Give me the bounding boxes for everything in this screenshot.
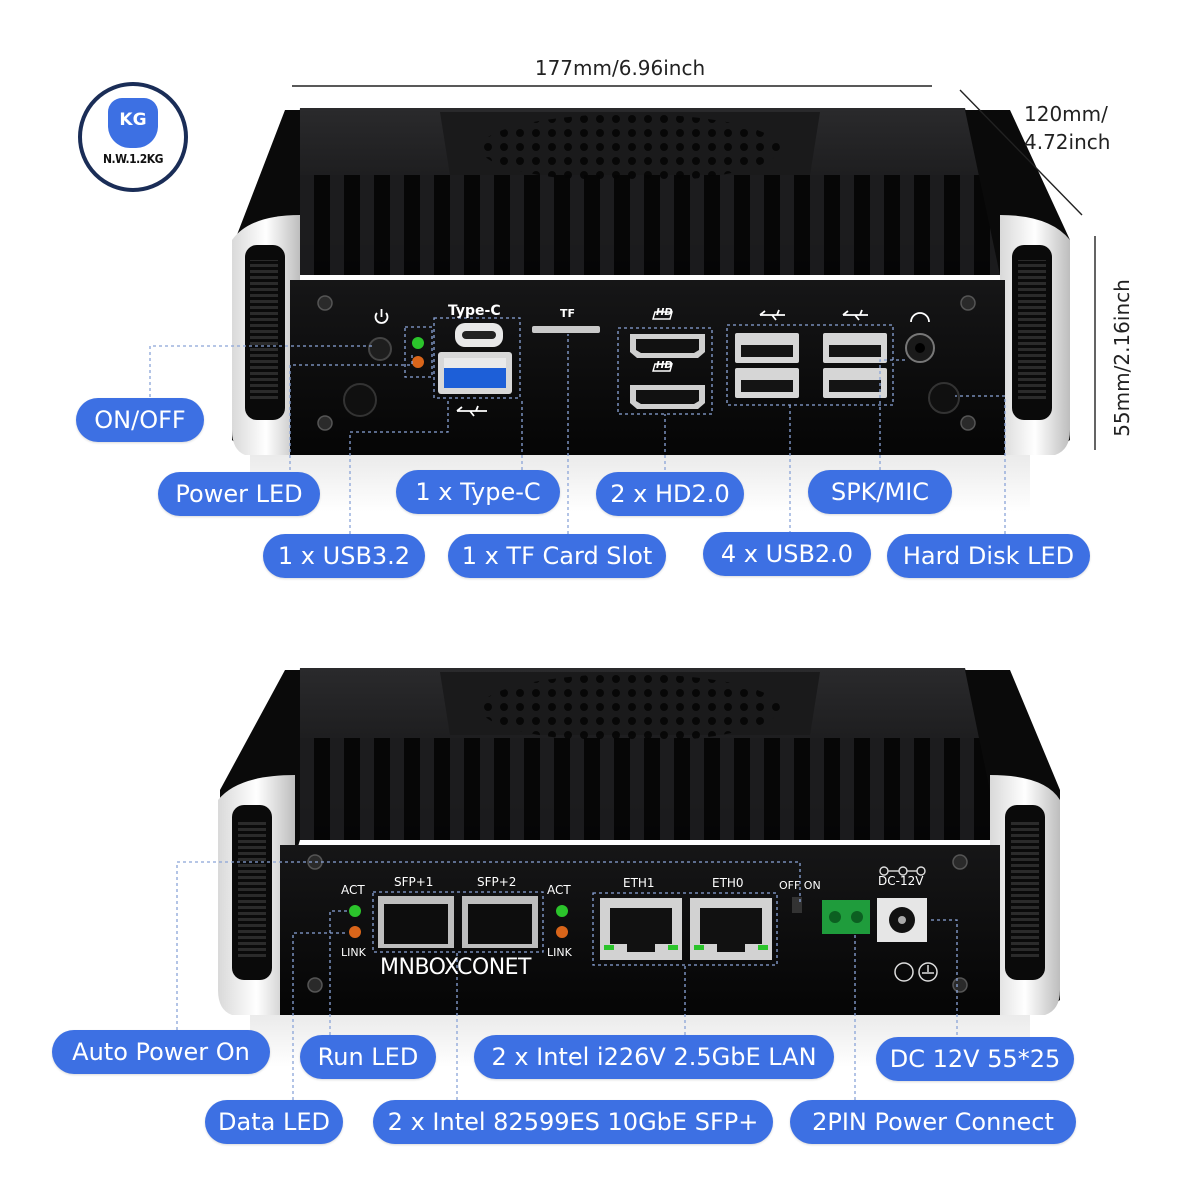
rear-device [177,668,1060,1067]
sfp1-label: SFP+1 [394,875,434,889]
callout-spk-mic: SPK/MIC [808,470,952,514]
depth-dimension-line1: 120mm/ [1024,102,1108,126]
eth1-label: ETH1 [623,876,655,890]
tf-port-label: TF [560,307,576,320]
callout-power-led: Power LED [158,472,320,516]
net-weight-label: N.W.1.2KG [102,152,164,166]
callout-run-led: Run LED [300,1035,436,1079]
callout-hdd-led: Hard Disk LED [887,534,1090,578]
link-label-right: LINK [547,946,572,959]
front-device [232,108,1070,512]
act-label-left: ACT [341,883,365,897]
callout-sfp: 2 x Intel 82599ES 10GbE SFP+ [373,1100,773,1144]
depth-dimension-line2: 4.72inch [1024,130,1111,154]
callout-usb32: 1 x USB3.2 [263,534,425,578]
kg-label: KG [119,110,147,130]
callout-auto-power-on: Auto Power On [52,1030,270,1074]
callout-power-connect: 2PIN Power Connect [790,1100,1076,1144]
link-label-left: LINK [341,946,366,959]
callout-hd: 2 x HD2.0 [596,472,744,516]
type-c-port-label: Type-C [448,303,501,319]
sfp2-label: SFP+2 [477,875,517,889]
callout-tf-slot: 1 x TF Card Slot [448,534,666,578]
callout-dc: DC 12V 55*25 [876,1037,1074,1081]
hd-port-label-2: HD [656,360,673,371]
callout-lan: 2 x Intel i226V 2.5GbE LAN [474,1035,834,1079]
act-label-right: ACT [547,883,571,897]
kettlebell-icon [108,98,158,148]
weight-badge: KG N.W.1.2KG [78,82,188,192]
width-dimension: 177mm/6.96inch [534,56,706,80]
callout-data-led: Data LED [205,1100,343,1144]
dc-12v-label: DC-12V [878,874,924,888]
callout-usb20: 4 x USB2.0 [703,532,871,576]
height-dimension: 55mm/2.16inch [1110,279,1134,437]
off-on-label: OFF ON [779,879,821,892]
eth0-label: ETH0 [712,876,744,890]
callout-on-off: ON/OFF [76,398,204,442]
callout-type-c: 1 x Type-C [396,470,560,514]
hd-port-label-1: HD [656,307,673,318]
brand-label: MNBOXCONET [380,955,532,980]
